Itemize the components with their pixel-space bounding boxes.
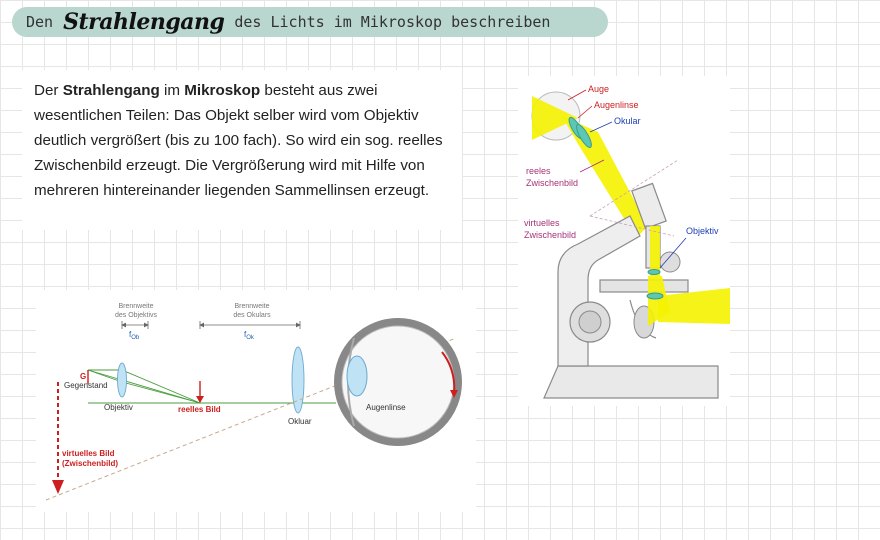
eye-lens	[346, 355, 368, 397]
eye-ball	[334, 318, 462, 446]
guide-line	[589, 215, 675, 237]
light-beam-objective	[650, 226, 660, 276]
real-intermediate-label-1: reeles	[526, 166, 551, 176]
virtual-image-arrowhead	[52, 480, 64, 494]
eye-lens-label: Augenlinse	[366, 403, 406, 412]
object-label: Gegenstand	[64, 381, 108, 390]
focus-knob-inner	[578, 310, 602, 334]
ray	[87, 369, 201, 404]
light-beam-eye	[532, 96, 578, 140]
retina-arrowhead	[450, 390, 458, 398]
eye-pointer	[567, 89, 587, 101]
title-prefix: Den	[26, 13, 54, 31]
text-bold-strahlengang: Strahlengang	[62, 82, 160, 99]
ray	[87, 369, 123, 383]
focal-ocular-symbol: fOk	[244, 330, 255, 341]
virtual-intermediate-label-2: Zwischenbild	[524, 230, 576, 240]
eye-lens-pointer	[577, 105, 593, 119]
focal-objective-label-2: des Objektivs	[115, 312, 158, 319]
optics-svg: Brennweite des Objektivs fOb Brennweite …	[45, 303, 462, 501]
real-intermediate-pointer	[579, 159, 605, 173]
eyepiece-lens	[291, 346, 305, 414]
microscope-base	[543, 365, 719, 399]
condenser-lens	[646, 292, 664, 300]
objective-label: Objektiv	[104, 403, 133, 412]
light-beam-tube	[562, 116, 648, 238]
title-bar: Den Strahlengang des Lichts im Mikroskop…	[12, 7, 608, 37]
object-letter: G	[80, 372, 86, 381]
microscope-head	[631, 182, 667, 230]
eye-lens-label: Augenlinse	[594, 100, 639, 110]
focal-objective-symbol: fOb	[129, 330, 140, 341]
ocular-lens	[576, 124, 592, 148]
microscope-illustration: Auge Augenlinse Okular reeles Zwischenbi…	[518, 76, 730, 406]
objective-label: Objektiv	[686, 226, 719, 236]
focal-ocular-label-1: Brennweite	[234, 303, 269, 310]
virtual-intermediate-label-1: virtuelles	[524, 218, 560, 228]
microscope-svg: Auge Augenlinse Okular reeles Zwischenbi…	[524, 84, 730, 399]
real-image-arrowhead	[196, 396, 204, 403]
text-bold-mikroskop: Mikroskop	[184, 82, 261, 99]
virtual-image-label-2: (Zwischenbild)	[62, 459, 118, 468]
real-intermediate-label-2: Zwischenbild	[526, 178, 578, 188]
eyepiece-label: Okluar	[288, 417, 312, 426]
eye-label: Auge	[588, 84, 609, 94]
objective-lens	[647, 269, 661, 275]
text-part: im	[159, 82, 185, 99]
guide-line	[589, 159, 679, 217]
text-part: besteht aus zwei wesentlichen Teilen: Da…	[34, 82, 443, 199]
objective-lens	[117, 362, 127, 398]
light-beam-source	[658, 288, 730, 324]
ray	[121, 381, 201, 404]
title-highlight: Strahlengang	[63, 9, 225, 35]
ocular-label: Okular	[614, 116, 641, 126]
ocular-pointer	[589, 121, 613, 133]
fine-focus-knob	[659, 251, 681, 273]
ray	[121, 369, 201, 404]
text-part: Der	[34, 82, 63, 99]
microscope-stage	[599, 279, 689, 293]
title-suffix: des Lichts im Mikroskop beschreiben	[234, 13, 551, 31]
optics-diagram: Brennweite des Objektivs fOb Brennweite …	[36, 290, 476, 512]
objective-pointer	[659, 237, 687, 269]
virtual-image-label-1: virtuelles Bild	[62, 449, 115, 458]
focal-objective-label-1: Brennweite	[118, 303, 153, 310]
real-image-label: reelles Bild	[178, 405, 221, 414]
description-text: Der Strahlengang im Mikroskop besteht au…	[22, 70, 462, 230]
focal-ocular-label-2: des Okulars	[233, 312, 271, 319]
